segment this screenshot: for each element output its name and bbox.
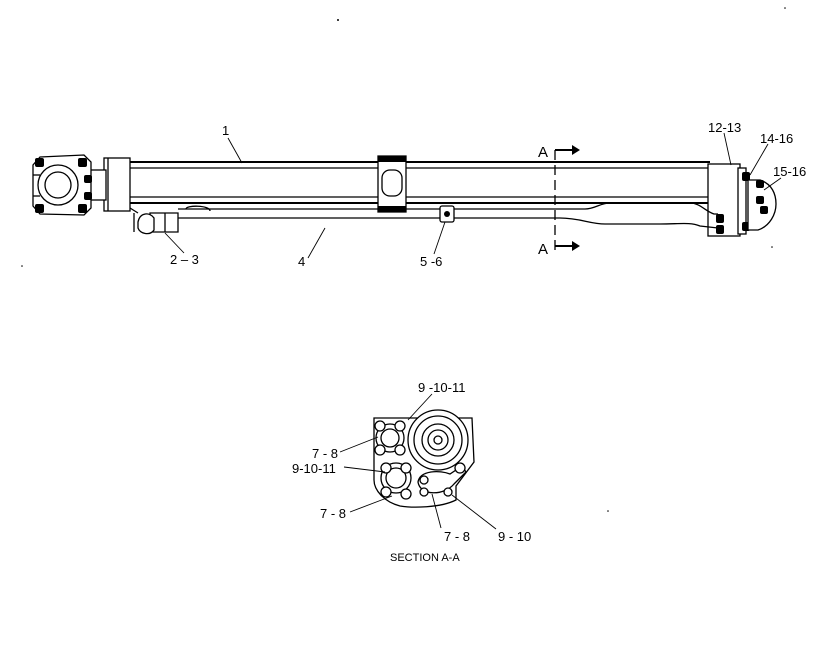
- callout-4: 4: [298, 254, 305, 269]
- callout-9-10-11-top: 9 -10-11: [418, 380, 465, 395]
- callout-1: 1: [222, 123, 229, 138]
- callout-7-8-bottom: 7 - 8: [444, 529, 470, 544]
- leader-lines-top: [164, 132, 782, 259]
- section-view: [373, 409, 475, 508]
- callout-9-10-11-left: 9-10-11: [292, 461, 336, 476]
- callout-12-13: 12-13: [708, 120, 741, 135]
- right-end-flange: [707, 163, 777, 237]
- lower-pipe: [129, 202, 719, 235]
- section-caption: SECTION A-A: [390, 552, 460, 564]
- pipe-clip: [439, 205, 455, 223]
- center-clamp: [377, 155, 407, 213]
- callout-5-6: 5 -6: [420, 254, 442, 269]
- main-tube: [130, 161, 710, 204]
- callout-2-3: 2 – 3: [170, 252, 199, 267]
- callout-7-8-bottom-left: 7 - 8: [320, 506, 346, 521]
- callout-7-8-left: 7 - 8: [312, 446, 338, 461]
- section-label-bottom: A: [538, 241, 548, 258]
- left-end-flange: [32, 154, 131, 216]
- callout-14-16: 14-16: [760, 131, 793, 146]
- section-label-top: A: [538, 144, 548, 161]
- callout-15-16: 15-16: [773, 164, 806, 179]
- callout-9-10: 9 - 10: [498, 529, 531, 544]
- leader-lines-section: [339, 393, 497, 530]
- section-cut-line: A A: [538, 144, 580, 258]
